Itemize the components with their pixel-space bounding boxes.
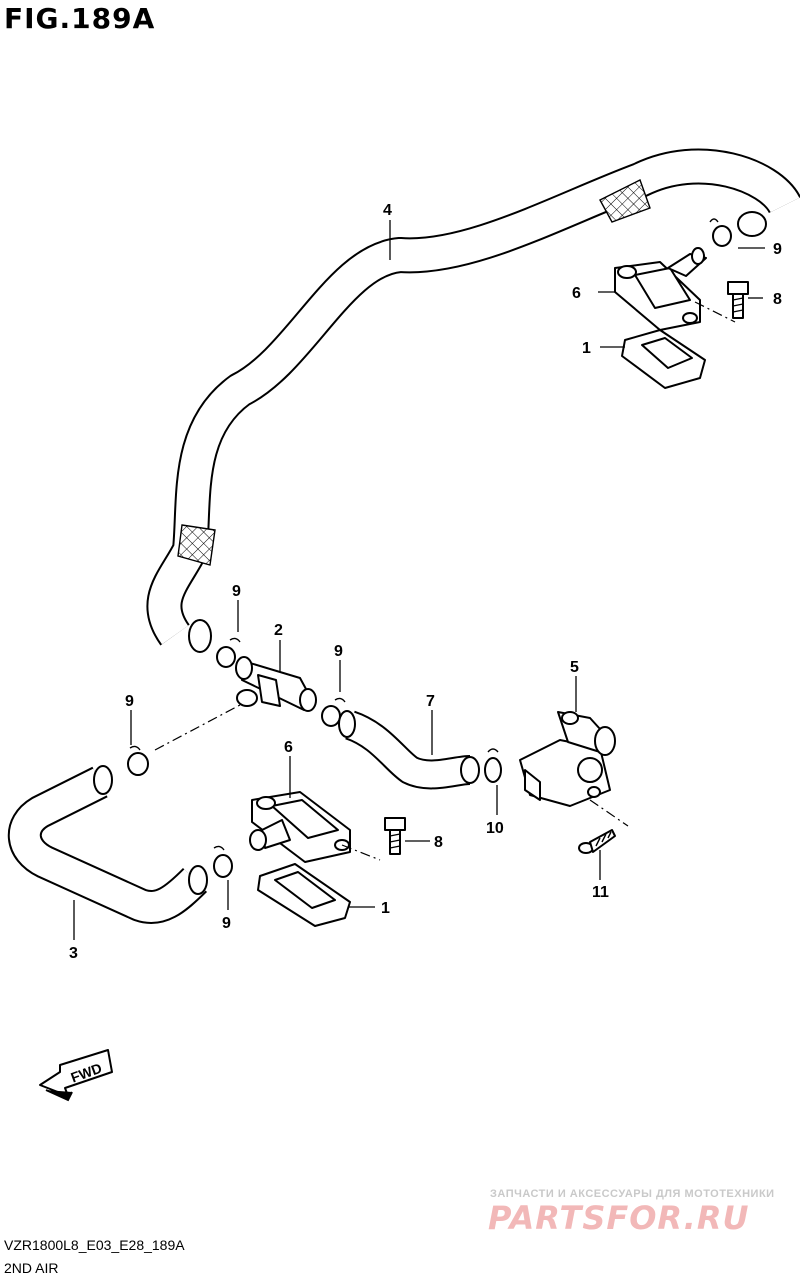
clamp-9-left xyxy=(127,745,149,776)
watermark-logo: PARTSFOR.RU xyxy=(488,1199,750,1237)
fwd-arrow-icon: FWD xyxy=(39,1049,113,1102)
clamp-9-top xyxy=(709,218,732,247)
section-name: 2ND AIR xyxy=(4,1260,59,1276)
figure-title: FIG.189A xyxy=(4,2,156,35)
watermark-tagline: ЗАПЧАСТИ И АКСЕССУАРЫ ДЛЯ МОТОТЕХНИКИ xyxy=(490,1188,775,1200)
hose-7 xyxy=(338,710,480,790)
bolt-8-lower xyxy=(384,817,406,855)
hose-3 xyxy=(7,765,208,924)
model-code: VZR1800L8_E03_E28_189A xyxy=(4,1237,185,1253)
callout-7: 7 xyxy=(426,693,435,710)
valve-5 xyxy=(519,711,629,827)
gasket-1-top xyxy=(621,329,706,389)
callout-6-top: 6 xyxy=(572,285,581,302)
callout-9-a: 9 xyxy=(232,583,241,600)
clamp-10 xyxy=(484,748,502,783)
screw-11 xyxy=(578,829,616,854)
callout-9-b: 9 xyxy=(334,643,343,660)
callout-3: 3 xyxy=(69,945,78,962)
reed-valve-cover-6-lower xyxy=(249,791,381,863)
hose-4 xyxy=(146,148,800,653)
callout-1-top: 1 xyxy=(582,340,591,357)
callout-1-lower: 1 xyxy=(381,900,390,917)
gasket-1-lower xyxy=(257,863,351,927)
callout-2: 2 xyxy=(274,622,283,639)
callout-9-top: 9 xyxy=(773,241,782,258)
callout-9-c: 9 xyxy=(125,693,134,710)
reed-valve-cover-6-top xyxy=(614,247,736,331)
t-joint-2 xyxy=(235,656,317,712)
callout-10: 10 xyxy=(486,820,504,837)
callout-9-d: 9 xyxy=(222,915,231,932)
callout-8-lower: 8 xyxy=(434,834,443,851)
callout-6-lower: 6 xyxy=(284,739,293,756)
callout-5: 5 xyxy=(570,659,579,676)
bolt-8-top xyxy=(727,281,749,319)
clamp-9-left-upper xyxy=(216,637,241,668)
callout-4: 4 xyxy=(383,202,392,219)
callout-8-top: 8 xyxy=(773,291,782,308)
callout-11: 11 xyxy=(592,884,609,901)
clamp-9-bottom xyxy=(213,845,233,878)
